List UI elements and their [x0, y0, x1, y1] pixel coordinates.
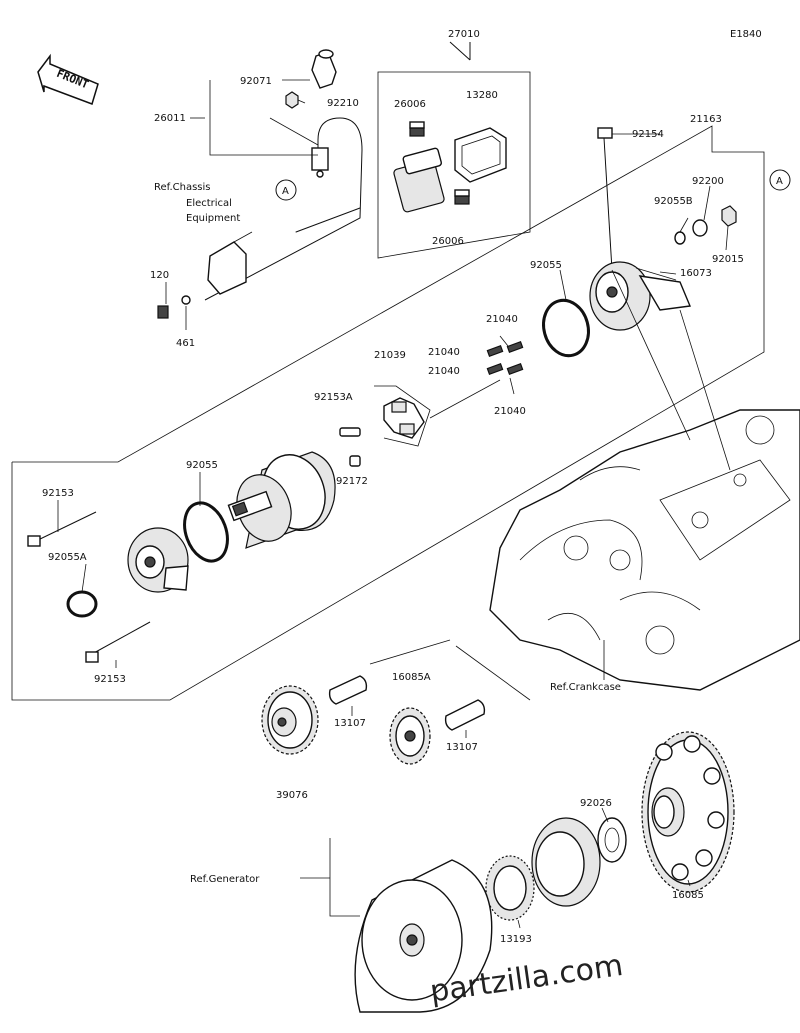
label-92153-bottom: 92153: [94, 674, 126, 685]
label-92210: 92210: [327, 98, 359, 109]
label-ref-chassis-3: Equipment: [186, 213, 240, 224]
label-ref-chassis-1: Ref.Chassis: [154, 182, 210, 193]
svg-text:A: A: [776, 176, 783, 187]
label-92071: 92071: [240, 76, 272, 87]
label-92026: 92026: [580, 798, 612, 809]
front-cover-group: [27, 472, 201, 668]
label-92015: 92015: [712, 254, 744, 265]
label-26006-bottom: 26006: [432, 236, 464, 247]
label-92200: 92200: [692, 176, 724, 187]
svg-text:A: A: [282, 186, 289, 197]
brush-holder-group: [339, 335, 524, 467]
label-21163: 21163: [690, 114, 722, 125]
label-13193: 13193: [500, 934, 532, 945]
label-92172: 92172: [336, 476, 368, 487]
label-39076: 39076: [276, 790, 308, 801]
label-26011: 26011: [154, 113, 186, 124]
label-21040-c: 21040: [428, 366, 460, 377]
starter-motor-body: [183, 451, 336, 563]
label-21040-d: 21040: [494, 406, 526, 417]
gear-set-group: [261, 639, 531, 765]
label-92153-top: 92153: [42, 488, 74, 499]
front-arrow-icon: FRONT: [37, 53, 99, 105]
part-labels: 27010 92071 92210 26011 26006 13280 2600…: [42, 29, 744, 945]
label-13107-b: 13107: [446, 742, 478, 753]
label-13280: 13280: [466, 90, 498, 101]
label-16085: 16085: [672, 890, 704, 901]
label-ref-chassis-2: Electrical: [186, 198, 232, 209]
label-21040-b: 21040: [428, 347, 460, 358]
label-92055-mid: 92055: [186, 460, 218, 471]
label-92154: 92154: [632, 129, 664, 140]
label-27010: 27010: [448, 29, 480, 40]
label-26006-top: 26006: [394, 99, 426, 110]
label-461: 461: [176, 338, 195, 349]
generator-group: [300, 731, 735, 1013]
label-120: 120: [150, 270, 169, 281]
ref-tag-a-left: A: [275, 179, 297, 201]
label-13107-a: 13107: [334, 718, 366, 729]
label-92055A: 92055A: [48, 552, 87, 563]
label-92055B: 92055B: [654, 196, 693, 207]
label-ref-generator: Ref.Generator: [190, 874, 260, 885]
crankcase-group: [489, 269, 800, 691]
ref-tag-a-right: A: [769, 169, 791, 191]
label-ref-crankcase: Ref.Crankcase: [550, 682, 621, 693]
label-21039: 21039: [374, 350, 406, 361]
starter-frame-outline: [11, 125, 765, 701]
label-92153A: 92153A: [314, 392, 353, 403]
label-92055-top: 92055: [530, 260, 562, 271]
label-16085A: 16085A: [392, 672, 431, 683]
label-21040-a: 21040: [486, 314, 518, 325]
starter-relay-group: [157, 41, 531, 330]
end-cover-group: [542, 127, 737, 358]
diagram-code: E1840: [730, 29, 762, 40]
label-16073: 16073: [680, 268, 712, 279]
